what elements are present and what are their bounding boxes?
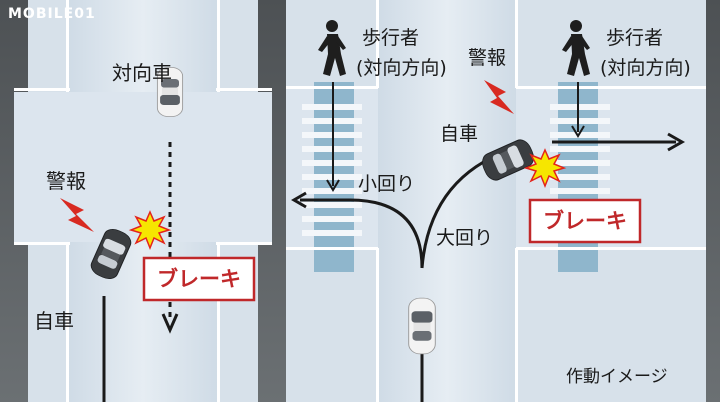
pedestrian-arrow-right [571, 125, 585, 138]
small-turn-arrowhead [291, 191, 307, 209]
large-turn-label: 大回り [436, 227, 493, 249]
alert-bolt-right [484, 80, 514, 114]
impact-starburst-left [128, 210, 172, 251]
own-car-right-approach [408, 297, 436, 355]
brake-label-right: ブレーキ [543, 209, 627, 233]
left-intersection [14, 0, 272, 402]
alert-label-right: 警報 [468, 47, 506, 69]
own-car-label-left: 自車 [34, 309, 74, 333]
site-logo: MOBILE01 [8, 6, 96, 22]
brake-box-left: ブレーキ [142, 256, 256, 302]
alert-bolt-left [60, 198, 94, 232]
pedestrian-arrow-left [326, 179, 340, 192]
caption: 作動イメージ [566, 367, 668, 387]
brake-label-left: ブレーキ [157, 267, 241, 291]
pedestrian-right-label-line1: 歩行者 [606, 27, 663, 49]
oncoming-label: 対向車 [112, 61, 172, 85]
pedestrian-left-label-line2: (対向方向) [356, 57, 447, 79]
pedestrian-left-label-line1: 歩行者 [362, 27, 419, 49]
turn-exit-arrowhead [667, 132, 686, 152]
small-turn-label: 小回り [358, 173, 415, 195]
oncoming-arrowhead [161, 313, 179, 334]
own-car-label-right: 自車 [440, 123, 478, 145]
pedestrian-right-label-line2: (対向方向) [600, 57, 691, 79]
small-turn-path [300, 198, 424, 269]
alert-label-left: 警報 [46, 169, 86, 193]
impact-starburst-right [523, 148, 567, 189]
brake-box-right: ブレーキ [528, 198, 642, 244]
